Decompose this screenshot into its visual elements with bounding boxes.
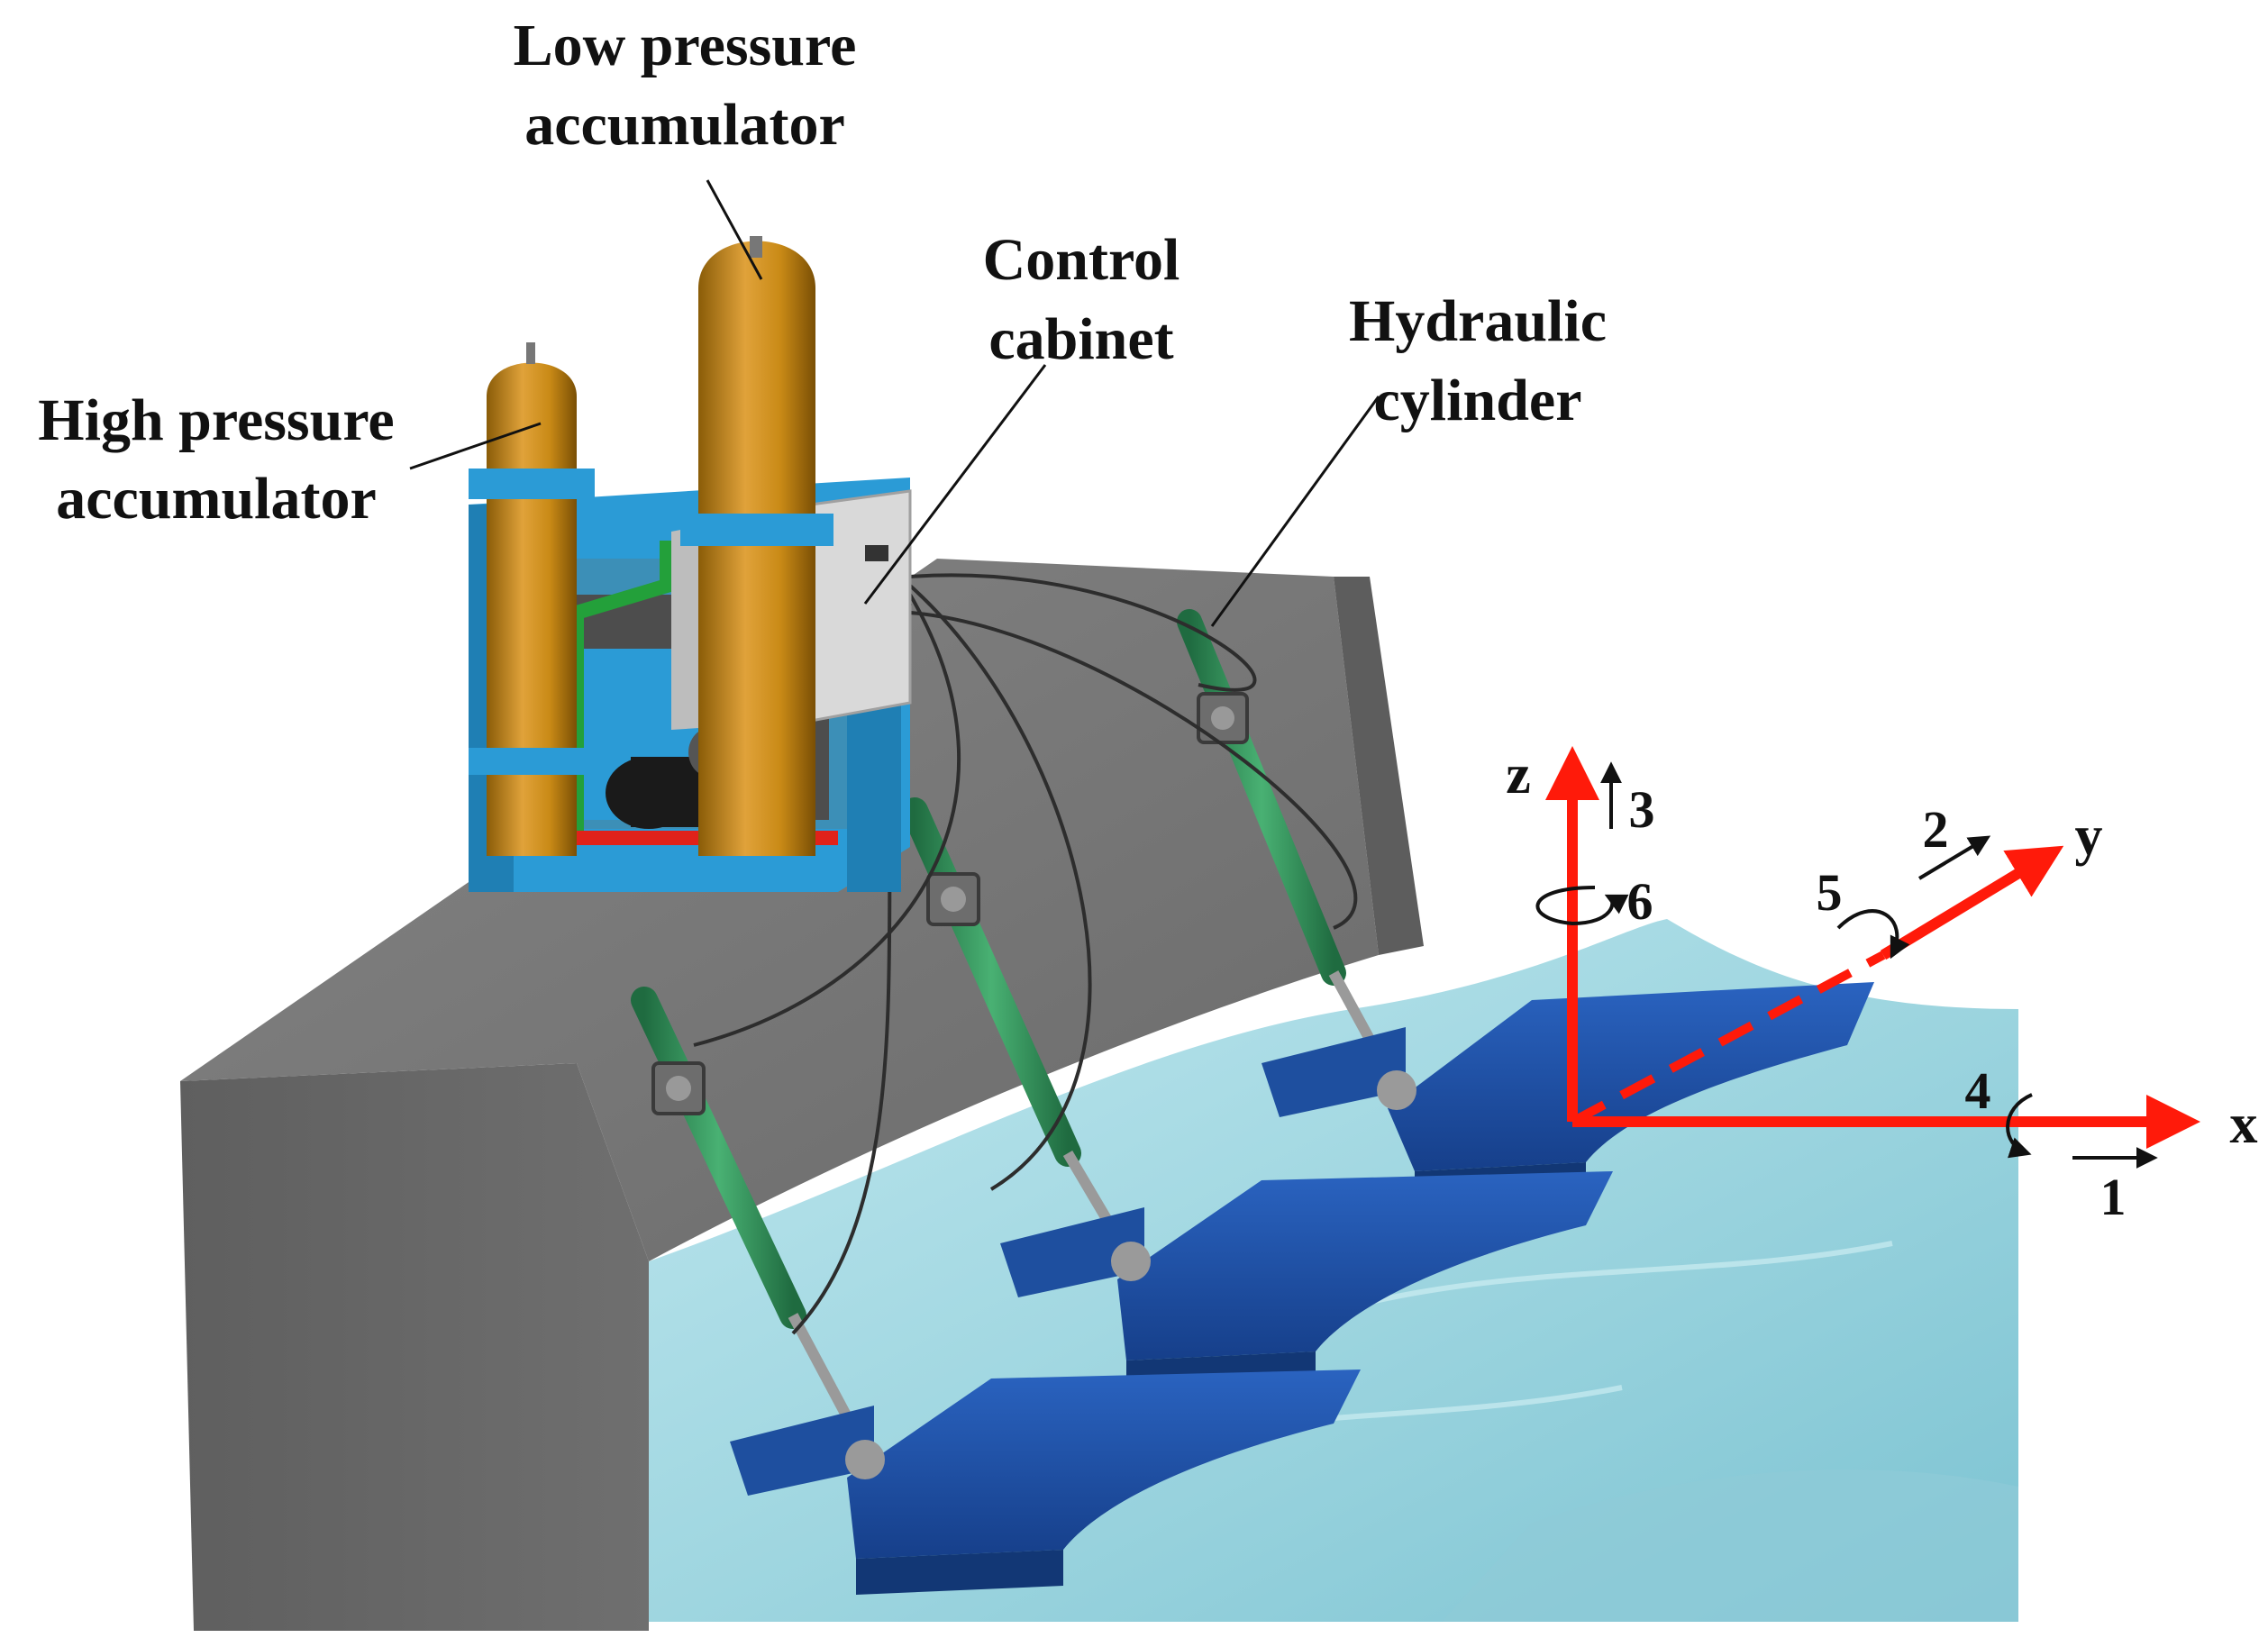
y-axis-arrow (1880, 845, 2064, 960)
high-pressure-label-line2: accumulator (56, 466, 377, 532)
hydraulic-cylinder-label-line1: Hydraulic (1349, 288, 1607, 354)
dof-markers: 3 6 2 5 4 1 (1535, 761, 2158, 1226)
z-axis-label: z (1506, 744, 1531, 805)
control-cabinet-label-line2: cabinet (988, 306, 1173, 372)
power-take-off-unit (469, 236, 912, 892)
dof-2-label: 2 (1923, 800, 1949, 859)
dof-5-label: 5 (1817, 863, 1843, 922)
high-pressure-label-line1: High pressure (38, 387, 394, 453)
motor (606, 727, 735, 829)
coordinate-system: z x y (1506, 744, 2257, 1155)
dof-4-label: 4 (1965, 1061, 1991, 1120)
low-pressure-accumulator-tank (680, 236, 833, 856)
leader-lines (409, 179, 1380, 627)
y-axis-dashed (1570, 951, 1886, 1126)
y-axis-label: y (2075, 805, 2103, 867)
dof-3-label: 3 (1629, 780, 1655, 839)
low-pressure-label-line1: Low pressure (514, 13, 857, 78)
hydraulic-cylinder-label-line2: cylinder (1374, 368, 1582, 433)
control-cabinet-label-line1: Control (983, 227, 1180, 293)
dof-6-label: 6 (1627, 872, 1653, 931)
x-axis-label: x (2230, 1094, 2258, 1155)
float-1 (730, 1369, 1361, 1595)
high-pressure-accumulator-tank (469, 342, 595, 856)
low-pressure-label-line2: accumulator (524, 92, 845, 158)
component-labels: Low pressure accumulator High pressure a… (38, 13, 1607, 532)
concrete-breakwater (180, 559, 1424, 1631)
dof-1-label: 1 (2100, 1168, 2127, 1226)
hydraulic-cylinder-3 (1177, 609, 1393, 1075)
